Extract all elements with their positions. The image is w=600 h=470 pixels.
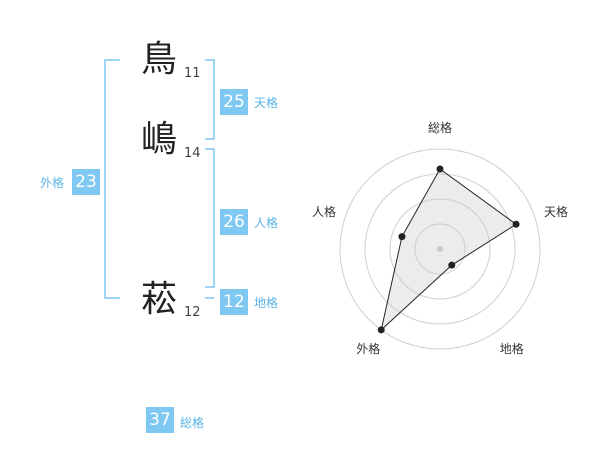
radar-point-1 — [436, 165, 444, 173]
radar-axis-label: 人格 — [311, 205, 336, 220]
radar-center — [437, 246, 443, 252]
radar-axis-label: 天格 — [544, 205, 569, 220]
tenkaku-label: 天格 — [254, 96, 279, 110]
radar-ring — [364, 173, 516, 325]
radar-ring — [414, 223, 466, 275]
name-char-1-strokes: 11 — [184, 66, 201, 81]
radar-point-4 — [377, 326, 385, 334]
gaikaku-value: 23 — [72, 169, 100, 195]
radar-ring — [339, 148, 541, 350]
radar-series-polygon — [380, 168, 517, 332]
name-char-2-strokes: 14 — [184, 146, 201, 161]
chikaku-value: 12 — [220, 289, 248, 315]
radar-ring — [389, 198, 491, 300]
radar-axis-label: 総格 — [428, 121, 453, 135]
soukaku-value: 37 — [146, 407, 174, 433]
gaikaku-bracket — [104, 59, 120, 299]
jinkaku-label: 人格 — [254, 216, 279, 230]
soukaku-label: 総格 — [180, 416, 205, 430]
gaikaku-label: 外格 — [40, 176, 65, 190]
chikaku-label: 地格 — [254, 296, 279, 310]
name-char-3-strokes: 12 — [184, 305, 201, 320]
radar-point-5 — [398, 233, 406, 241]
name-char-1: 鳥 — [141, 39, 178, 80]
name-char-3: 菘 — [141, 279, 178, 320]
tenkaku-value: 25 — [220, 89, 248, 115]
radar-point-2 — [512, 220, 520, 228]
tenkaku-bracket — [205, 59, 215, 140]
radar-point-3 — [448, 261, 456, 269]
radar-axis-label: 外格 — [356, 341, 381, 356]
name-char-2: 嶋 — [141, 119, 178, 160]
jinkaku-bracket — [205, 148, 215, 288]
jinkaku-value: 26 — [220, 209, 248, 235]
radar-axis-label: 地格 — [499, 341, 524, 356]
